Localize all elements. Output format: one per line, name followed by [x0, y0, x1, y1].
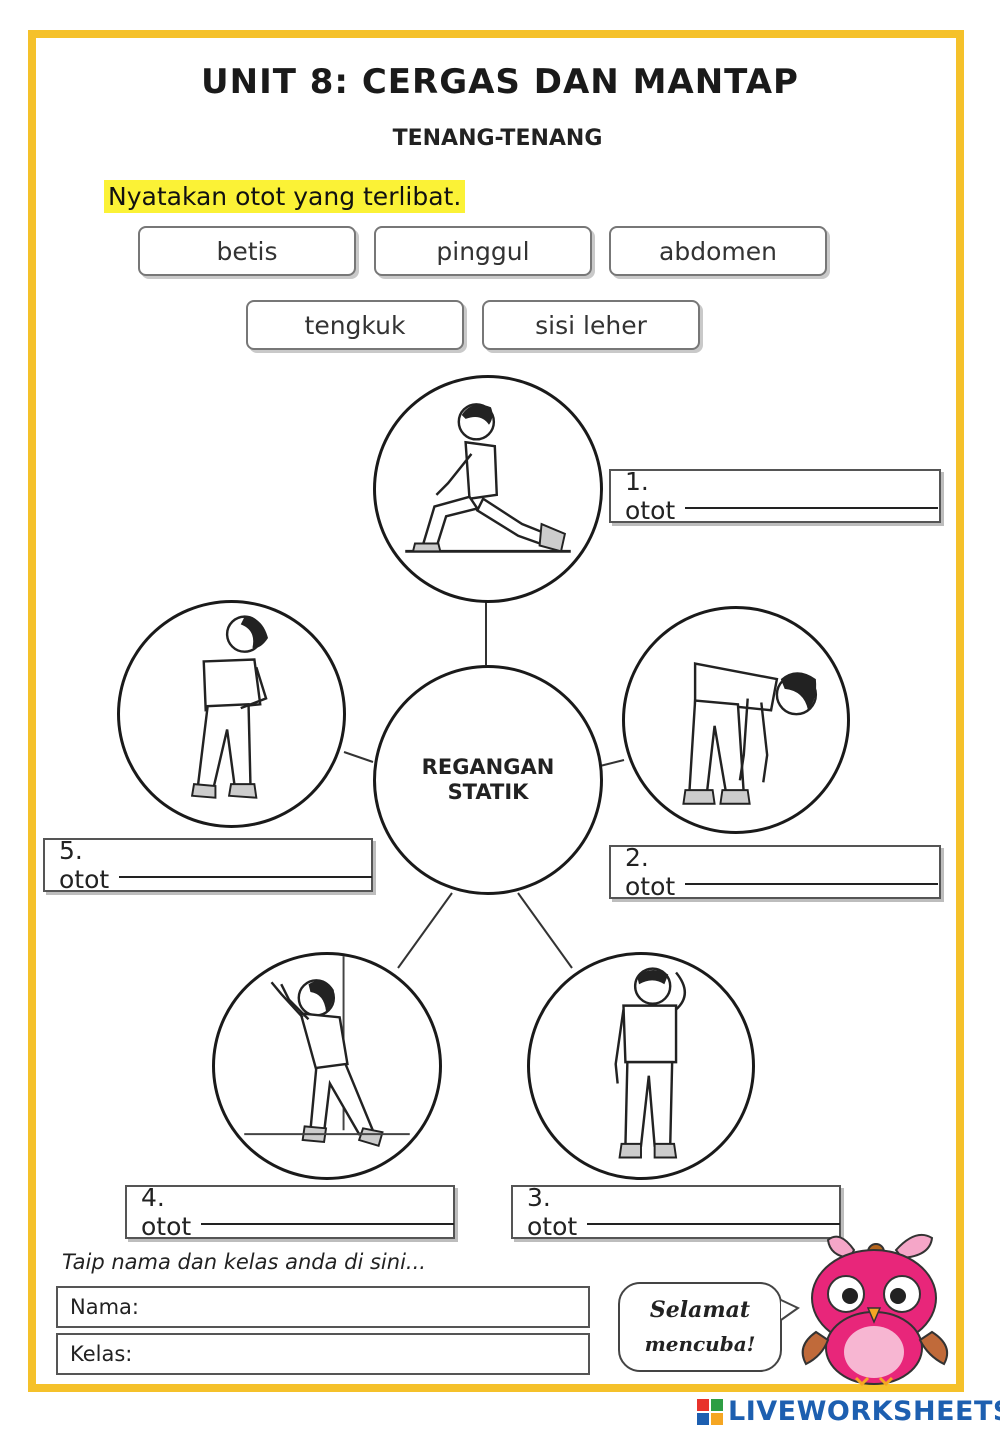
exercise-image-1: [373, 375, 603, 603]
center-label: REGANGAN STATIK: [421, 755, 555, 804]
answer-input-4[interactable]: [201, 1199, 455, 1225]
lunge-stretch-figure: [405, 403, 571, 553]
forward-bend-figure: [682, 662, 818, 805]
answer-box-5: 5. otot: [43, 836, 373, 894]
page-border: [28, 30, 964, 1392]
answer-box-1: 1. otot: [609, 467, 941, 525]
liveworksheets-logo-icon: [697, 1398, 723, 1425]
speech-bubble-tail: [780, 1299, 800, 1321]
exercise-image-5: [117, 600, 346, 828]
name-field: Nama:: [56, 1286, 590, 1328]
word-bank-item[interactable]: tengkuk: [246, 300, 464, 350]
answer-input-1[interactable]: [685, 483, 939, 509]
answer-box-2: 2. otot: [609, 843, 941, 901]
answer-input-3[interactable]: [587, 1199, 841, 1225]
word-bank-item[interactable]: sisi leher: [482, 300, 700, 350]
class-input[interactable]: [138, 1341, 588, 1367]
answer-label-5: 5. otot: [59, 836, 110, 894]
wall-calf-stretch-figure: [244, 955, 410, 1148]
class-label: Kelas:: [70, 1342, 133, 1366]
answer-label-3: 3. otot: [527, 1183, 578, 1241]
instruction-text: Nyatakan otot yang terlibat.: [104, 180, 466, 213]
center-circle: REGANGAN STATIK: [373, 665, 603, 895]
word-bank-item[interactable]: betis: [138, 226, 356, 276]
name-class-note: Taip nama dan kelas anda di sini...: [62, 1250, 426, 1274]
bubble-line-1: Selamat: [649, 1297, 751, 1323]
brand-logo: LIVEWORKSHEETS: [696, 1396, 1000, 1427]
answer-input-5[interactable]: [119, 852, 373, 878]
speech-bubble: Selamat mencuba!: [618, 1282, 782, 1372]
answer-label-1: 1. otot: [625, 467, 676, 525]
name-input[interactable]: [144, 1294, 588, 1320]
exercise-image-2: [622, 606, 850, 834]
answer-box-4: 4. otot: [125, 1183, 455, 1241]
answer-box-3: 3. otot: [511, 1183, 841, 1241]
answer-label-4: 4. otot: [141, 1183, 192, 1241]
class-field: Kelas:: [56, 1333, 590, 1375]
page-subtitle: TENANG-TENANG: [392, 126, 603, 151]
page-title: UNIT 8: CERGAS DAN MANTAP: [201, 62, 799, 102]
side-neck-stretch-figure: [614, 967, 687, 1159]
brand-name: LIVEWORKSHEETS: [728, 1396, 1000, 1427]
bubble-line-2: mencuba!: [644, 1332, 756, 1356]
word-bank-item[interactable]: pinggul: [374, 226, 592, 276]
answer-input-2[interactable]: [685, 859, 939, 885]
answer-label-2: 2. otot: [625, 843, 676, 901]
exercise-image-3: [527, 952, 755, 1180]
word-bank-item[interactable]: abdomen: [609, 226, 827, 276]
owl-mascot-icon: [801, 1234, 948, 1387]
back-bend-figure: [190, 615, 269, 799]
name-label: Nama:: [70, 1295, 139, 1319]
exercise-image-4: [212, 952, 442, 1180]
